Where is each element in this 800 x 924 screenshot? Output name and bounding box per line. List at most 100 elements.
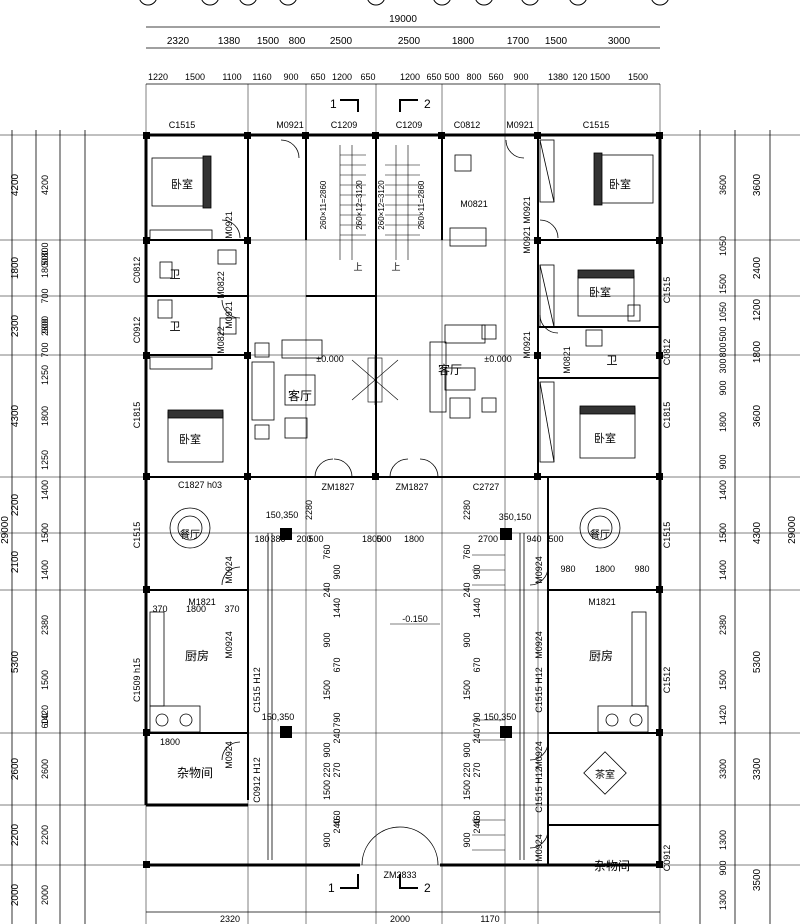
left-outer-2: 2300 xyxy=(10,314,21,337)
storage-left-label: 杂物间 xyxy=(177,766,213,780)
left-inner-20: 2000 xyxy=(40,885,50,905)
bedroom-se-label: 卧室 xyxy=(594,431,616,445)
right-inner-10: 1400 xyxy=(718,480,728,500)
right-outer-7: 3300 xyxy=(752,757,763,780)
mid-dim-7: 2700 xyxy=(478,534,498,544)
stair-center2-label: 260×12=3120 xyxy=(377,180,386,230)
svg-text:350,150: 350,150 xyxy=(499,512,532,522)
living-right-label: 客厅 xyxy=(438,362,462,377)
svg-text:M0924: M0924 xyxy=(534,631,544,659)
col-dim-r-1: 900 xyxy=(472,564,482,579)
right-inner-15: 1420 xyxy=(718,705,728,725)
kitchen-counters xyxy=(149,611,649,733)
left-inner-14: 2380 xyxy=(40,615,50,635)
left-inner-8: 1250 xyxy=(40,365,50,385)
bedroom-ne-label: 卧室 xyxy=(609,177,631,191)
top-dim3-10: 500 xyxy=(444,72,459,82)
svg-text:C1209: C1209 xyxy=(331,120,358,130)
top-dim3-17: 1500 xyxy=(628,72,648,82)
bath-3-label: 卫 xyxy=(607,355,618,367)
col-dim-l-3: 1440 xyxy=(332,598,342,618)
top-dim3-6: 1200 xyxy=(332,72,352,82)
col-dim-r-5: 670 xyxy=(472,657,482,672)
left-outer-5: 2100 xyxy=(10,550,21,573)
top-dim3-5: 650 xyxy=(310,72,325,82)
top-dim2-4: 2500 xyxy=(330,36,353,47)
dining-right-label: 餐厅 xyxy=(590,528,610,541)
col-dim-l-6: 1500 xyxy=(322,680,332,700)
right-inner-3: 1050 xyxy=(718,302,728,322)
tea-room-label: 茶室 xyxy=(595,768,615,781)
col-dim-l-8: 900 xyxy=(322,742,332,757)
top-dim3-1: 1500 xyxy=(185,72,205,82)
col-dim-l-11: 270 xyxy=(332,762,342,777)
bath-fixtures xyxy=(157,154,641,347)
structural-columns xyxy=(143,132,663,868)
col-dim-l-7: 790 xyxy=(332,712,342,727)
top-dim2-3: 800 xyxy=(289,36,306,47)
left-inner-9: 1800 xyxy=(40,406,50,426)
col-dim-l-10: 220 xyxy=(322,762,332,777)
courtyard-rails xyxy=(267,533,525,860)
svg-text:980: 980 xyxy=(560,564,575,574)
right-inner-0: 3600 xyxy=(718,175,728,195)
col-dim-l-15: 240 xyxy=(332,818,342,833)
mid-dim-6: 1800 xyxy=(404,534,424,544)
bottom-dim-0: 2320 xyxy=(220,914,240,924)
left-inner-10: 1250 xyxy=(40,450,50,470)
svg-text:M0924: M0924 xyxy=(224,631,234,659)
col-dim-r-7: 790 xyxy=(472,712,482,727)
living-left-label: 客厅 xyxy=(288,388,312,403)
svg-text:M0924: M0924 xyxy=(534,741,544,769)
col-dim-r-14: 900 xyxy=(462,832,472,847)
col-dim-r-11: 270 xyxy=(472,762,482,777)
right-inner-6: 300 xyxy=(718,358,728,373)
col-dim-l-1: 900 xyxy=(332,564,342,579)
svg-text:C0912: C0912 xyxy=(132,317,142,344)
bedroom-sw-label: 卧室 xyxy=(179,432,201,446)
right-dims-inner: 3600105015001050500800300900180090014001… xyxy=(718,175,728,910)
svg-text:M0921: M0921 xyxy=(522,331,532,359)
svg-text:C1515: C1515 xyxy=(169,120,196,130)
section-markers xyxy=(340,99,418,889)
right-outer-4: 3600 xyxy=(752,404,763,427)
svg-text:2280: 2280 xyxy=(304,500,314,520)
svg-text:C1815: C1815 xyxy=(662,402,672,429)
top-dim3-2: 1100 xyxy=(222,72,241,82)
col-dim-r-2: 240 xyxy=(462,582,472,597)
side-dimension-lines xyxy=(11,130,771,924)
mid-dim-0: 180 xyxy=(254,534,269,544)
svg-text:ZM1827: ZM1827 xyxy=(395,482,428,492)
vertical-opening-marks: M0921 C0812 M0822 M0921 C0912 M0822 C181… xyxy=(132,196,672,871)
svg-text:M0921: M0921 xyxy=(506,120,534,130)
left-inner-0: 4200 xyxy=(40,175,50,195)
stair-left xyxy=(339,145,366,260)
right-outer-1: 2400 xyxy=(752,256,763,279)
level-right: ±0.000 xyxy=(484,354,511,364)
left-inner-5: 900 xyxy=(40,318,50,333)
svg-text:C0912 H12: C0912 H12 xyxy=(252,757,262,803)
col-dim-r-12: 1500 xyxy=(462,780,472,800)
right-inner-16: 3300 xyxy=(718,759,728,779)
svg-text:M0924: M0924 xyxy=(224,556,234,584)
right-inner-1: 1050 xyxy=(718,236,728,256)
col-dim-l-12: 1500 xyxy=(322,780,332,800)
svg-text:M0821: M0821 xyxy=(460,199,488,209)
right-outer-6: 5300 xyxy=(752,650,763,673)
svg-text:M0924: M0924 xyxy=(534,556,544,584)
right-inner-4: 500 xyxy=(718,326,728,341)
top-dim2-9: 3000 xyxy=(608,36,631,47)
left-inner-2: 500 xyxy=(40,250,50,265)
stair-center-label: 260×12=3120 xyxy=(355,180,364,230)
right-inner-9: 900 xyxy=(718,454,728,469)
svg-text:C0912: C0912 xyxy=(662,845,672,872)
svg-text:150,350: 150,350 xyxy=(484,712,517,722)
wardrobes xyxy=(149,139,555,463)
svg-text:C0812: C0812 xyxy=(454,120,481,130)
col-dim-l-0: 760 xyxy=(322,544,332,559)
